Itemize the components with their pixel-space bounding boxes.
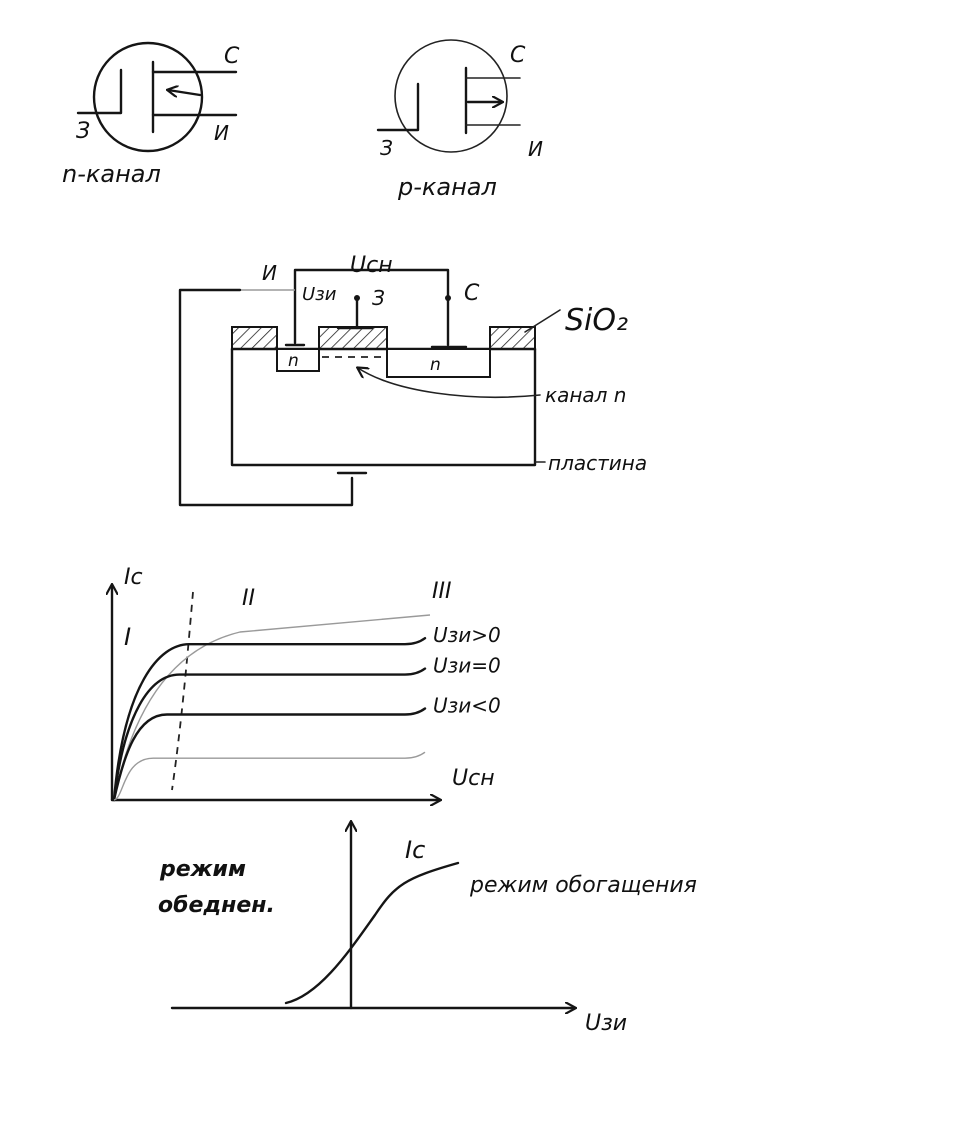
p-symbol-gate-lead [376,82,420,132]
transfer-x-label: Uзи [585,1011,627,1036]
n-symbol-circle [92,41,204,153]
p-symbol-circle [394,39,508,153]
output-y-label: Iс [124,565,143,590]
n-symbol-arrow [168,90,202,95]
n-channel-caption: n-канал [62,160,161,188]
sio2-label: SiO₂ [565,303,628,338]
substrate-bias-wire [178,288,354,507]
output-curve-1 [112,637,427,802]
oxide-left [231,326,278,350]
depletion-mode-line1: режим [159,857,246,882]
output-curve-label-1: Uзи>0 [433,623,501,647]
output-curve-4 [113,751,426,801]
region-ii-label: II [242,586,255,611]
ugs-label: Uзи [302,284,337,305]
drain-n-region [386,348,491,378]
saturation-boundary [171,591,194,791]
transfer-curve [284,861,460,1005]
enhancement-mode-label: режим обогащения [469,873,697,898]
output-curve-2 [112,667,427,802]
substrate-label: пластина [548,451,647,475]
region-i-label: I [124,623,131,651]
n-symbol-source-label: И [214,121,229,145]
output-x-label: Uсн [452,766,495,791]
uds-wire [293,268,450,347]
source-terminal-label: И [262,261,277,285]
output-curve-label-2: Uзи=0 [433,654,501,678]
drain-n-label: n [430,355,441,375]
p-channel-caption: p-канал [397,173,497,201]
n-symbol-drain-label: С [224,44,240,69]
source-n-region [276,348,320,372]
n-symbol-gate-lead [76,68,123,115]
channel-label: канал n [545,383,626,407]
output-curves-group [112,637,427,802]
output-envelope-curve [113,614,431,801]
output-curve-label-3: Uзи<0 [433,694,501,718]
region-iii-label: III [432,579,451,604]
source-n-label: n [288,351,299,371]
gate-oxide [318,326,388,350]
p-symbol-gate-label: З [380,136,393,160]
n-symbol-gate-label: З [76,119,90,144]
n-channel-symbol: С И З n-канал [62,41,240,188]
mosfet-structure: И Uсн Uзи З С SiO₂ n n канал n пластина [178,253,647,507]
sio2-leader [524,309,561,333]
depletion-mode-line2: обеднен. [158,893,275,918]
p-symbol-drain-label: С [510,43,526,68]
gate-terminal-label: З [372,286,385,310]
drain-dot [445,295,451,301]
drain-terminal-label: С [464,281,480,306]
substrate-outline [230,347,537,467]
p-symbol-source-label: И [528,137,543,161]
transfer-characteristic-chart: Iс Uзи режим обеднен. режим обогащения [158,822,697,1036]
channel-leader [358,368,541,398]
uds-label: Uсн [350,253,393,278]
p-channel-symbol: С И З p-канал [376,39,543,201]
output-curve-3 [112,707,427,802]
transfer-y-label: Iс [405,836,425,864]
